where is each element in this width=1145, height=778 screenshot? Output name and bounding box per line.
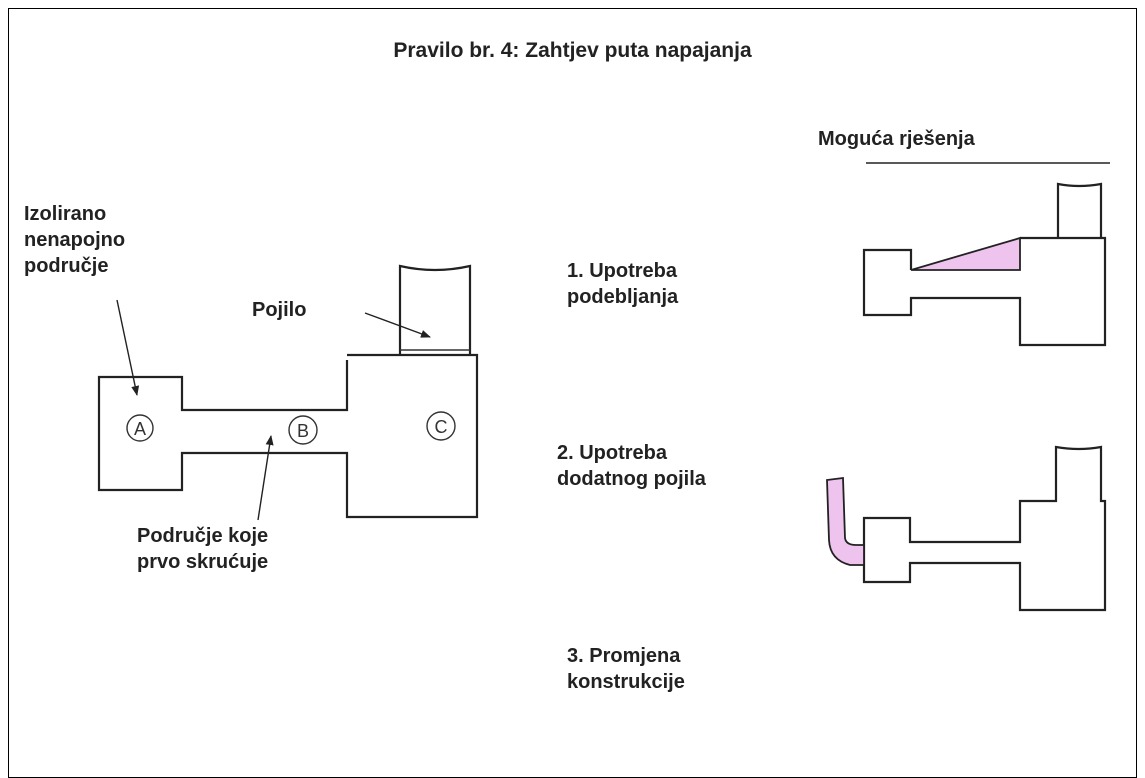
additional-feeder-highlight [826,476,865,566]
zone-c-marker: C [426,411,456,441]
diagram-title: Pravilo br. 4: Zahtjev puta napajanja [393,39,752,62]
solution-1-drawing [862,182,1107,347]
option-1-label: 1. Upotreba podebljanja [567,260,679,308]
solutions-heading: Moguća rješenja [818,128,975,150]
zone-a-text: A [134,419,146,439]
padding-highlight [910,236,1021,271]
zone-c-text: C [435,417,448,437]
option-2-label: 2. Upotreba dodatnog pojila [557,442,706,490]
option-3-label: 3. Promjena konstrukcije [567,645,685,693]
solution-2-drawing [826,445,1107,612]
zone-b-marker: B [288,415,318,445]
zone-a-marker: A [126,414,154,442]
first-solidifying-arrow [257,435,274,521]
feeder-arrow [364,312,431,338]
feeder-label: Pojilo [252,299,307,321]
first-solidifying-label: Područje koje prvo skrućuje [137,525,269,573]
isolated-area-arrow [116,299,140,396]
main-casting [97,264,479,519]
zone-b-text: B [297,421,309,441]
isolated-area-label: Izolirano nenapojno područje [24,203,126,277]
